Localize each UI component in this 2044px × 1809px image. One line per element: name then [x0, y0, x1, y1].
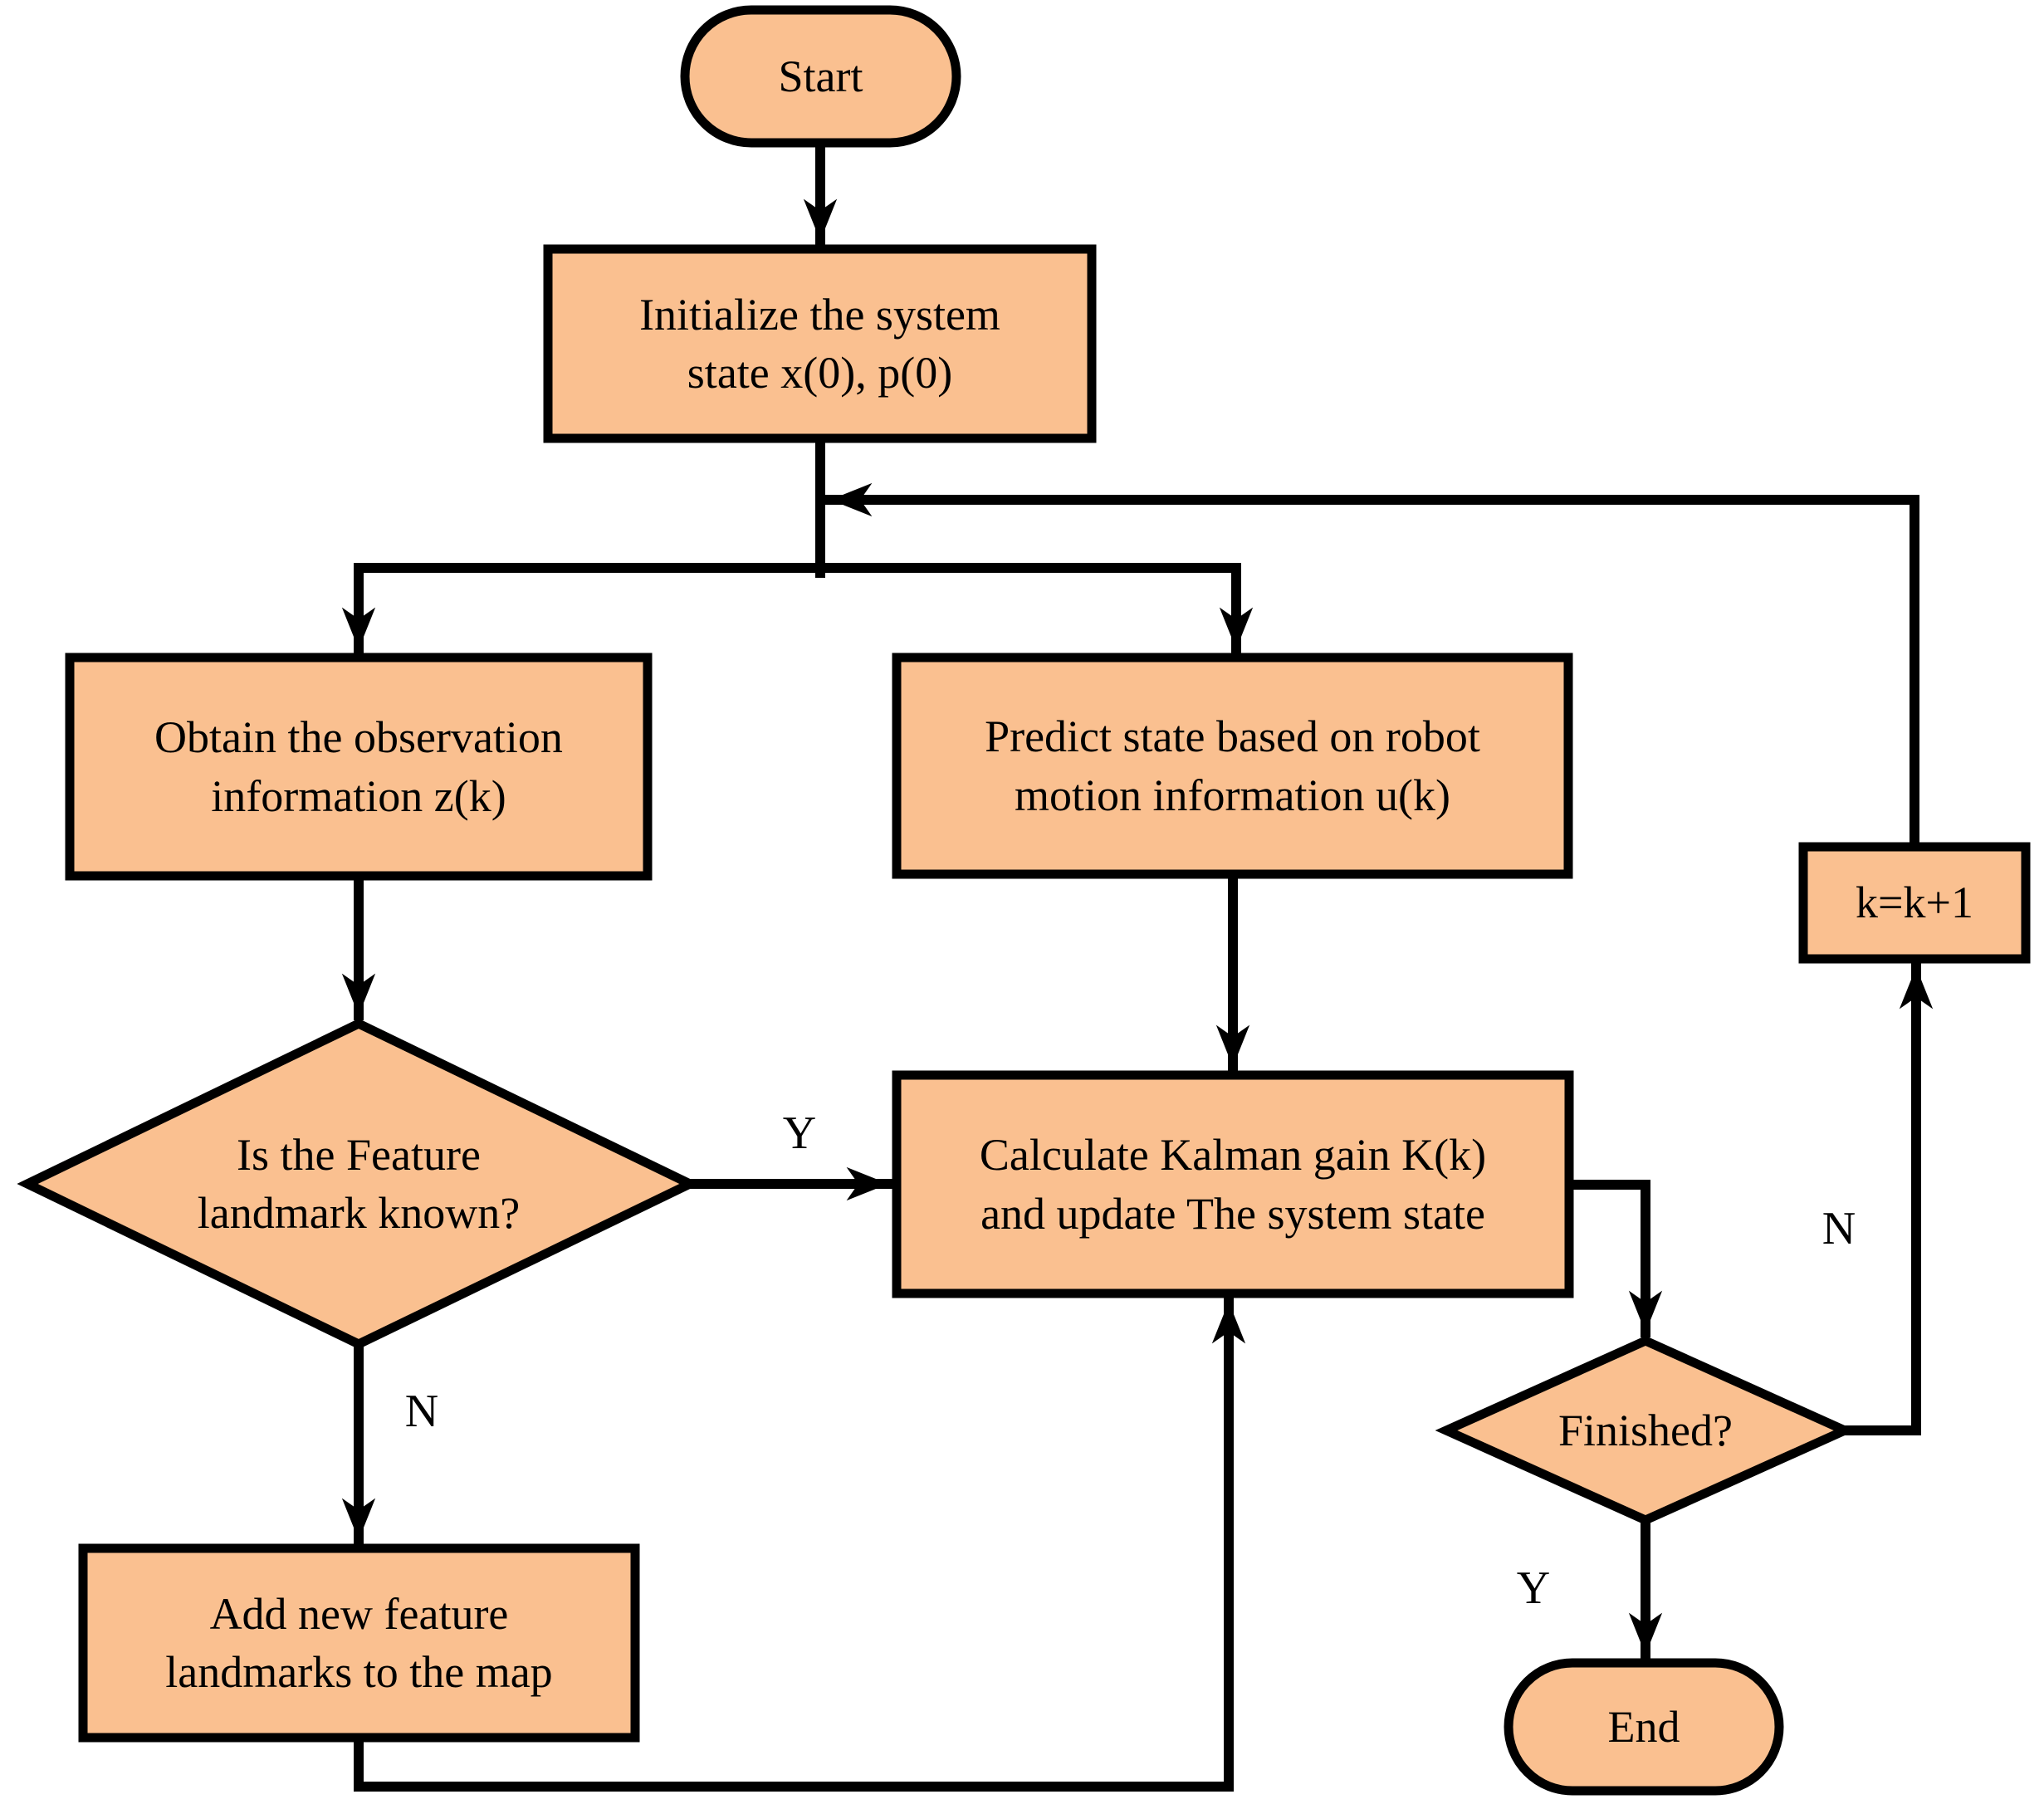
initialize-shape [543, 244, 1097, 443]
finished-shape [1435, 1335, 1856, 1526]
start-shape [680, 5, 961, 148]
increment-shape [1798, 842, 2031, 964]
edge-finished-increment-no [1840, 962, 1934, 1435]
edge-calculate-finished [1564, 1180, 1663, 1337]
end-shape [1504, 1658, 1784, 1796]
add-landmarks-shape [78, 1543, 640, 1743]
feature-known-shape [17, 1018, 701, 1350]
obtain-shape [65, 653, 653, 881]
edge-increment-loopback [825, 482, 1919, 852]
edge-add-calculate-loop [354, 1297, 1246, 1792]
calculate-shape [892, 1070, 1574, 1298]
predict-shape [892, 653, 1573, 879]
